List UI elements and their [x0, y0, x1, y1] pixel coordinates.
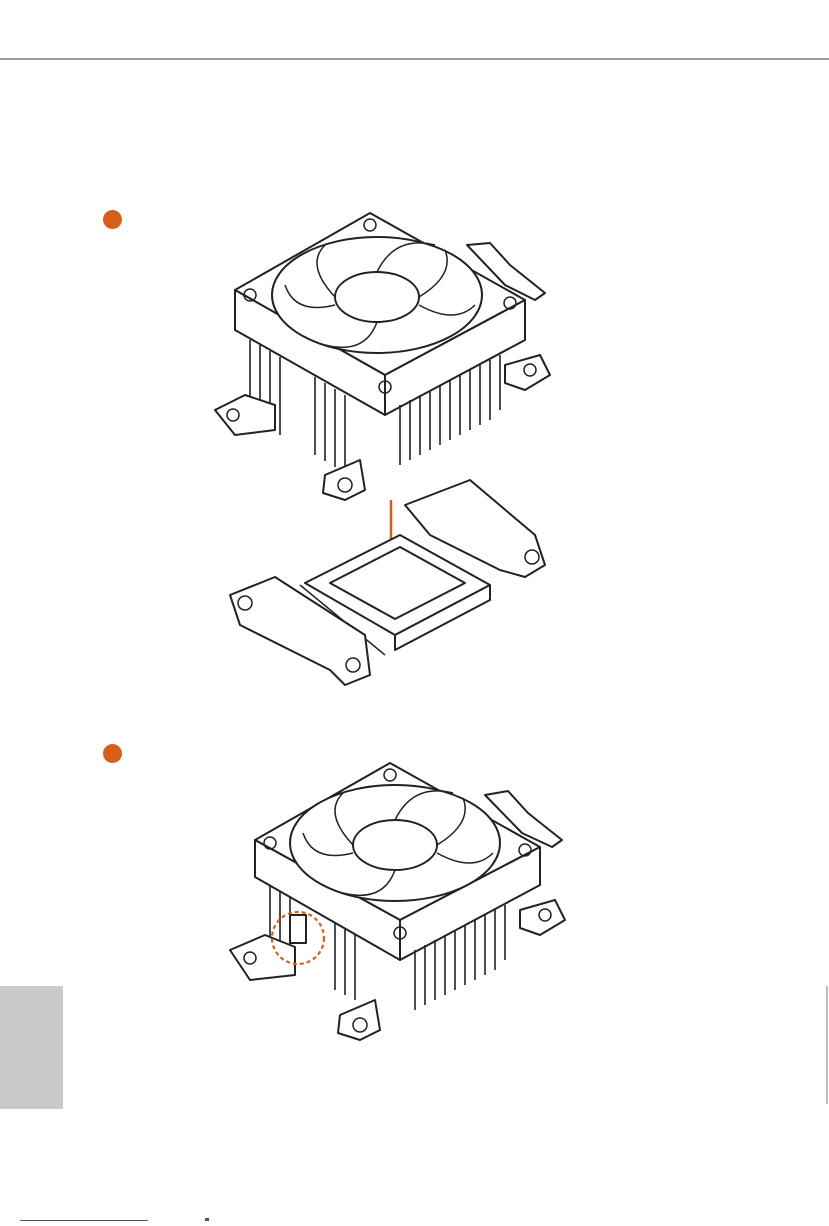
step-1-marker-icon: [103, 210, 122, 229]
header-rule: [0, 58, 829, 60]
cooler-install-illustration: [205, 205, 565, 695]
footer-mark: [205, 1218, 209, 1221]
cooler-mounted-illustration: [210, 755, 570, 1055]
side-tab: [0, 986, 63, 1109]
step-2-marker-icon: [103, 744, 122, 763]
footer-line: [20, 1220, 148, 1221]
right-edge-tick: [826, 986, 828, 1104]
